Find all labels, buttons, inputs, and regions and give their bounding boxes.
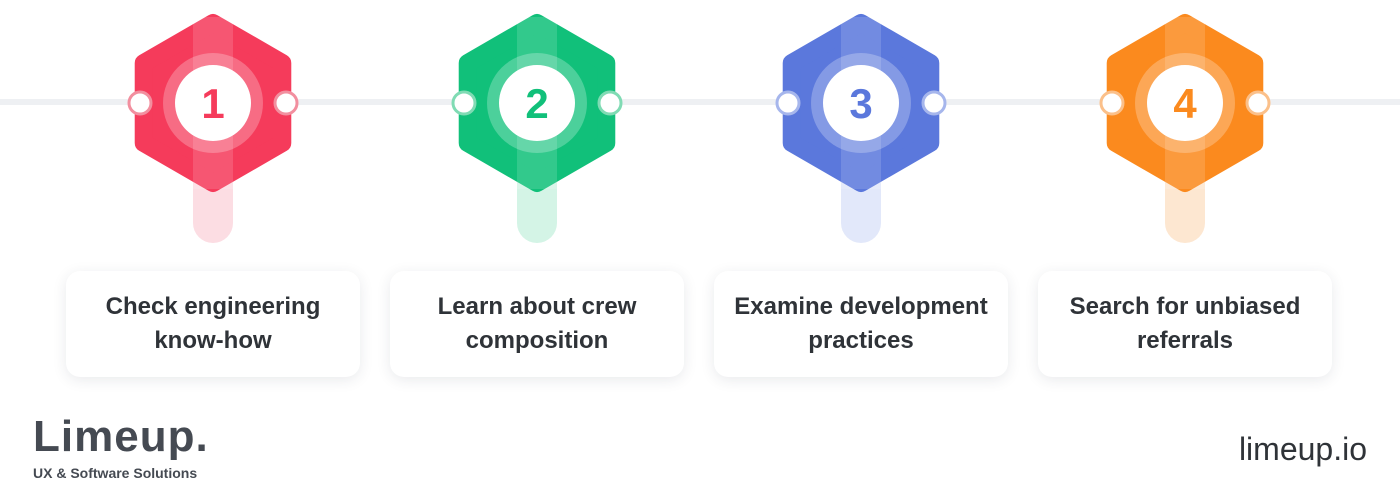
step-2-label-line1: Learn about crew: [437, 293, 637, 320]
step-1: 1 Check engineering know-how: [66, 0, 366, 398]
step-1-label-line2: know-how: [154, 327, 272, 354]
step-2-hexagon-badge: 2: [451, 14, 623, 243]
step-1-card: Check engineering know-how: [66, 271, 360, 377]
left-connector-dot: [451, 90, 477, 116]
step-2: 2 Learn about crew composition: [390, 0, 690, 398]
timeline-connector: [0, 99, 1400, 105]
step-2-card: Learn about crew composition: [390, 271, 684, 377]
right-connector-dot: [921, 90, 947, 116]
number-circle: [499, 65, 575, 141]
step-1-label-line1: Check engineering: [105, 293, 321, 320]
number-circle: [823, 65, 899, 141]
step-3-hexagon-badge: 3: [775, 14, 947, 243]
logo-tagline: UX & Software Solutions: [33, 465, 198, 481]
left-connector-dot: [127, 90, 153, 116]
step-number: 4: [1173, 80, 1197, 127]
number-circle: [1147, 65, 1223, 141]
right-connector-dot: [273, 90, 299, 116]
step-4: 4 Search for unbiased referrals: [1038, 0, 1338, 398]
step-3-label-line1: Examine development: [734, 293, 988, 320]
number-circle: [175, 65, 251, 141]
step-2-label-line2: composition: [465, 327, 609, 354]
right-connector-dot: [597, 90, 623, 116]
left-connector-dot: [775, 90, 801, 116]
logo-wordmark: Limeup.: [33, 412, 209, 461]
step-3-label-line2: practices: [808, 327, 914, 354]
website-url: limeup.io: [1238, 431, 1367, 467]
step-1-hexagon-badge: 1: [127, 14, 299, 243]
step-4-label-line1: Search for unbiased: [1069, 293, 1301, 320]
step-number: 2: [525, 80, 548, 127]
brand-logo: Limeup. UX & Software Solutions: [33, 414, 209, 482]
step-4-hexagon-badge: 4: [1099, 14, 1271, 243]
step-4-label-line2: referrals: [1136, 327, 1234, 354]
right-connector-dot: [1245, 90, 1271, 116]
step-3: 3 Examine development practices: [714, 0, 1014, 398]
step-3-card: Examine development practices: [714, 271, 1008, 377]
step-4-card: Search for unbiased referrals: [1038, 271, 1332, 377]
step-number: 3: [849, 80, 872, 127]
step-number: 1: [201, 80, 224, 127]
left-connector-dot: [1099, 90, 1125, 116]
